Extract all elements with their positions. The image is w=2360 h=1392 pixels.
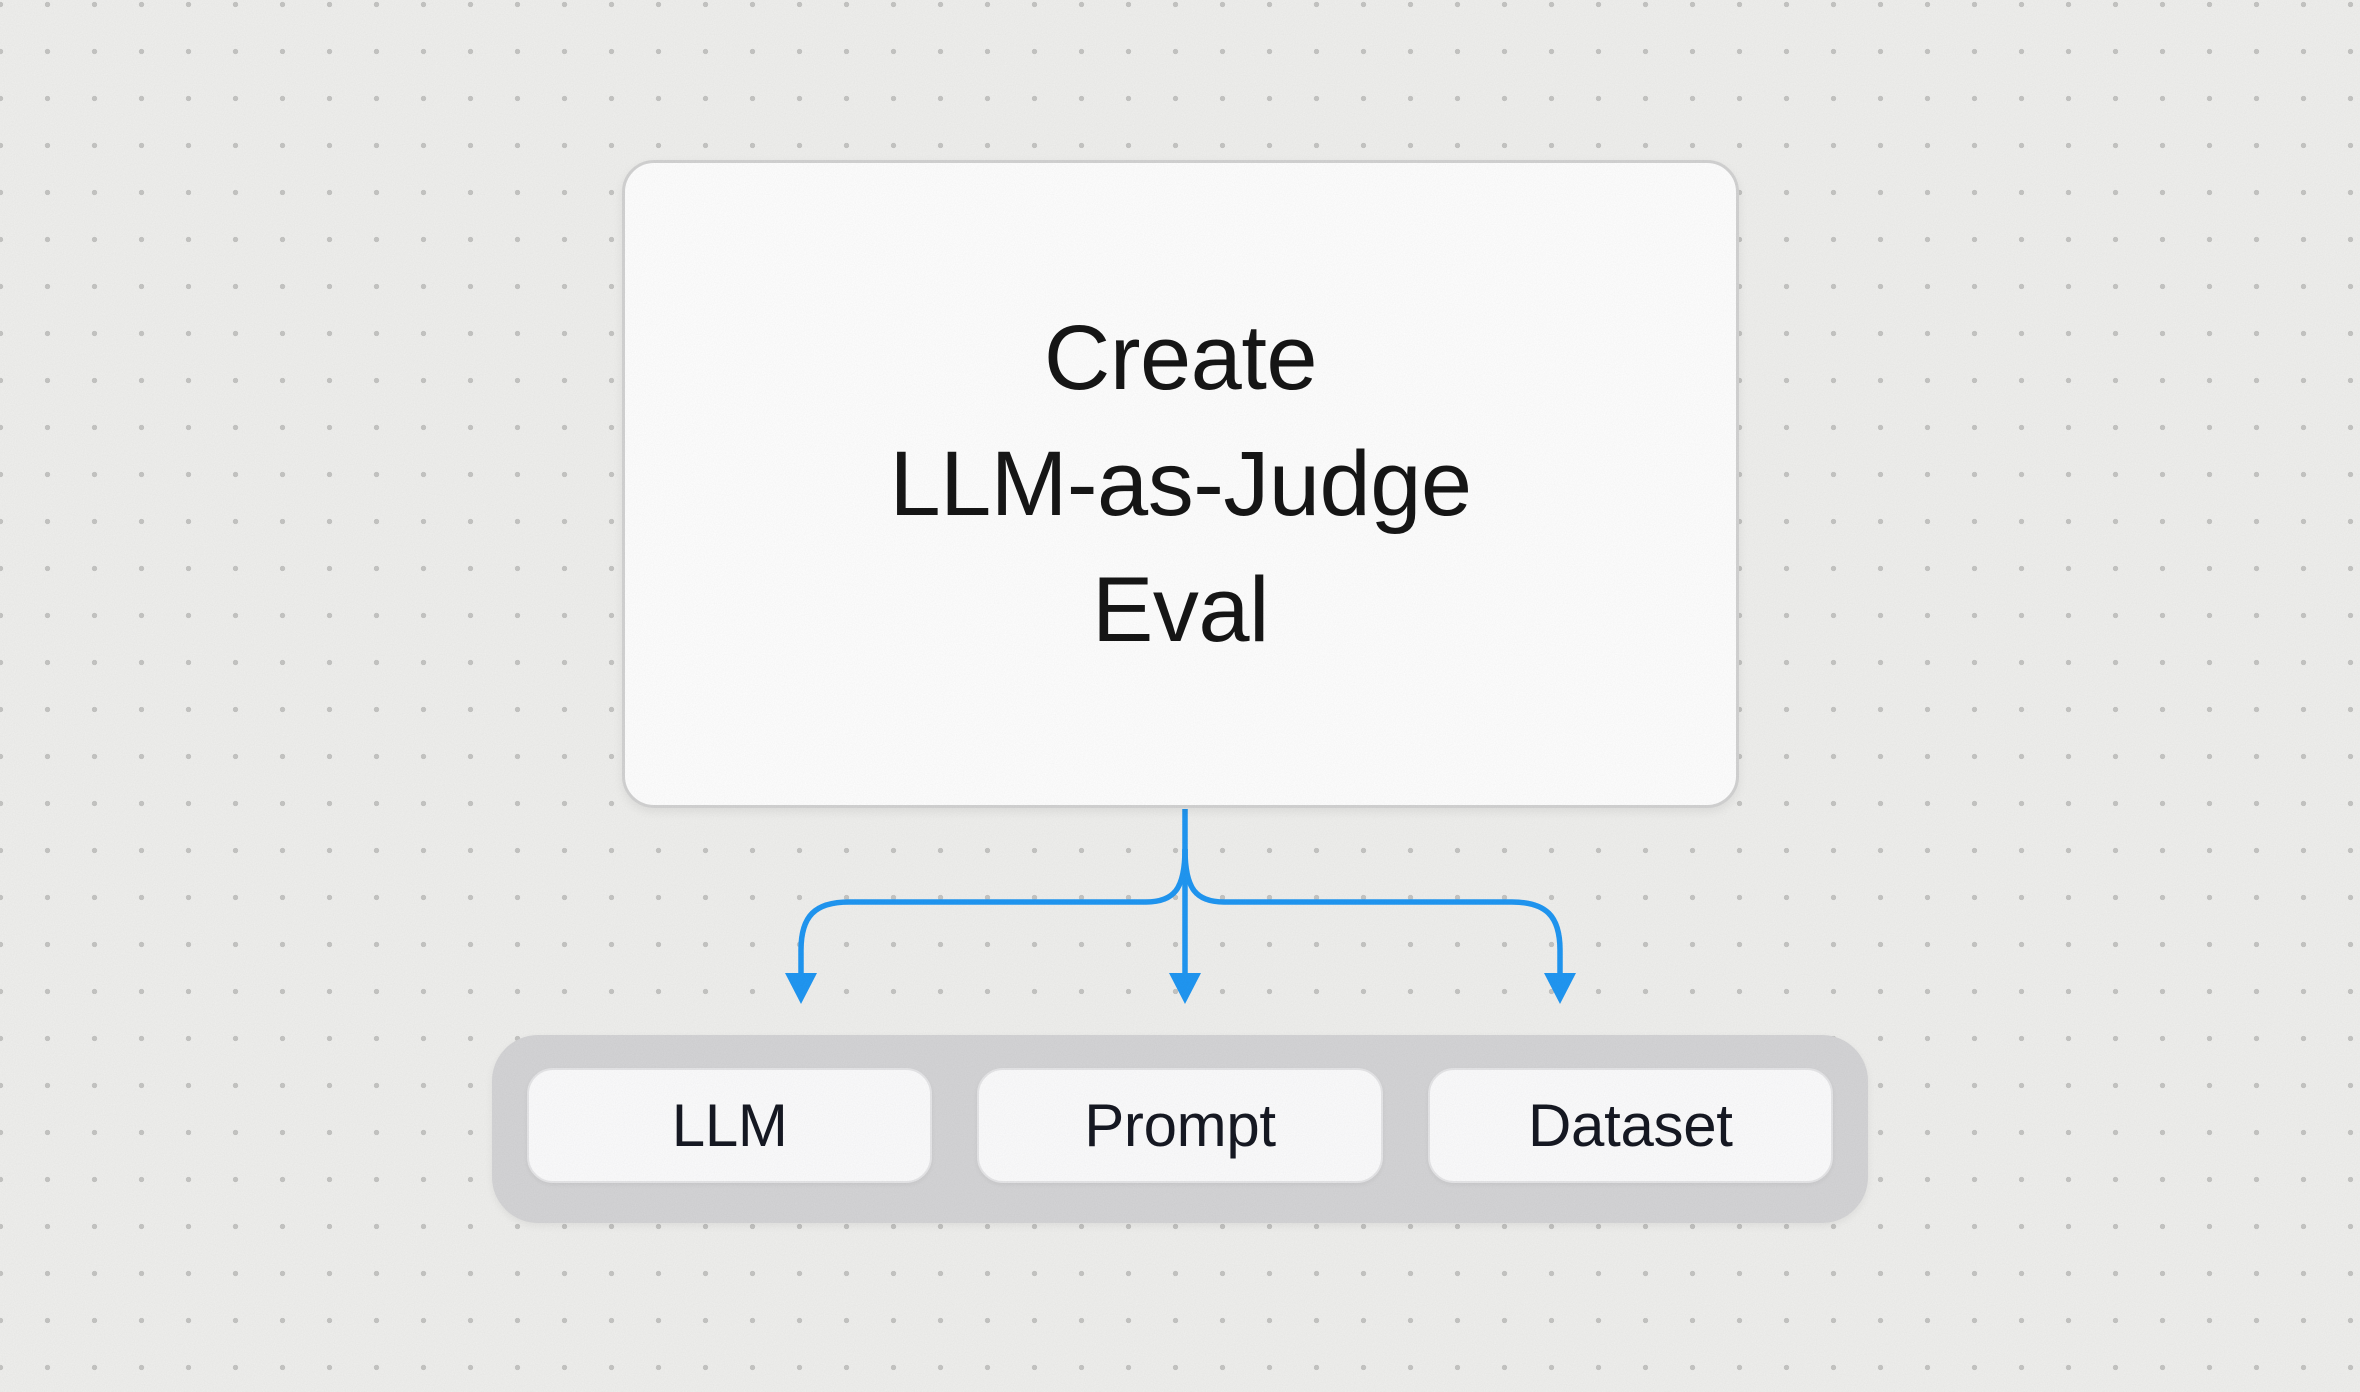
main-node-title-line-3: Eval <box>1092 559 1269 661</box>
main-node-title-line-2: LLM-as-Judge <box>889 433 1472 535</box>
arrow-to-llm <box>798 848 1188 976</box>
arrow-to-dataset <box>1182 848 1563 976</box>
node-llm-label: LLM <box>671 1092 788 1159</box>
node-prompt: Prompt <box>977 1068 1383 1183</box>
arrowhead-prompt-icon <box>1169 973 1201 1004</box>
node-prompt-label: Prompt <box>1084 1092 1276 1159</box>
node-dataset: Dataset <box>1427 1068 1833 1183</box>
main-node-title-line-1: Create <box>1043 307 1318 409</box>
arrowhead-llm-icon <box>785 973 817 1004</box>
components-group: LLM Prompt Dataset <box>492 1035 1868 1223</box>
node-create-llm-as-judge-eval: Create LLM-as-Judge Eval <box>622 160 1739 808</box>
arrowhead-dataset-icon <box>1544 973 1576 1004</box>
node-dataset-label: Dataset <box>1527 1092 1733 1159</box>
node-llm: LLM <box>527 1068 933 1183</box>
